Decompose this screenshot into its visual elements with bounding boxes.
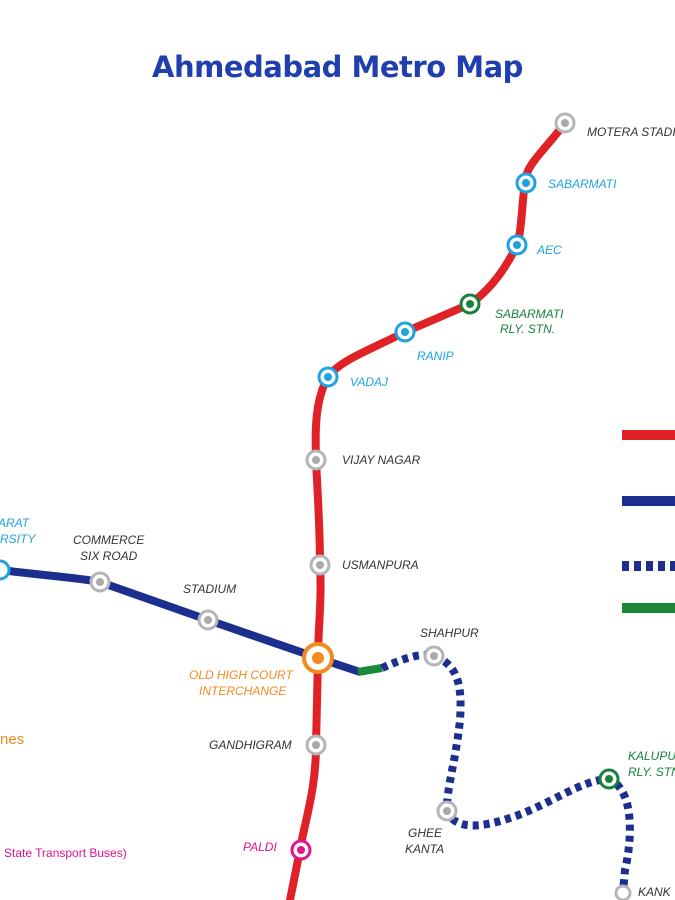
svg-text:SABARMATI: SABARMATI <box>495 307 564 321</box>
svg-text:STADIUM: STADIUM <box>183 582 236 596</box>
svg-text:MOTERA STADI: MOTERA STADI <box>587 125 675 139</box>
legend-interchange-text: nes <box>0 731 24 748</box>
svg-text:ERSITY: ERSITY <box>0 532 36 546</box>
svg-text:OLD HIGH COURT: OLD HIGH COURT <box>189 668 294 682</box>
station-kankaria[interactable]: KANK <box>614 884 672 900</box>
svg-text:SHAHPUR: SHAHPUR <box>420 626 479 640</box>
station-vadaj[interactable]: VADAJ <box>317 366 389 389</box>
legend-red-line <box>622 430 675 440</box>
station-aec[interactable]: AEC <box>506 234 562 257</box>
svg-text:INTERCHANGE: INTERCHANGE <box>199 684 287 698</box>
legend-bus-text: State Transport Buses) <box>4 846 127 860</box>
svg-text:ARAT: ARAT <box>0 516 31 530</box>
svg-text:AEC: AEC <box>536 243 562 257</box>
station-shahpur[interactable]: SHAHPUR <box>420 626 479 667</box>
svg-text:GANDHIGRAM: GANDHIGRAM <box>209 738 292 752</box>
blue-line-under-construction <box>380 651 634 893</box>
svg-text:PALDI: PALDI <box>243 840 277 854</box>
station-gandhigram[interactable]: GANDHIGRAM <box>209 734 327 756</box>
station-commerce-six-road[interactable]: COMMERCE SIX ROAD <box>73 533 145 593</box>
blue-line <box>0 566 362 676</box>
station-usmanpura[interactable]: USMANPURA <box>309 554 419 576</box>
svg-text:COMMERCE: COMMERCE <box>73 533 145 547</box>
svg-text:RLY. STN: RLY. STN <box>628 765 675 779</box>
svg-text:SIX ROAD: SIX ROAD <box>80 549 138 563</box>
station-ranip[interactable]: RANIP <box>394 321 454 363</box>
station-sabarmati[interactable]: SABARMATI <box>515 172 617 194</box>
station-paldi[interactable]: PALDI <box>243 839 312 861</box>
legend-green-line <box>622 603 675 613</box>
svg-text:GHEE: GHEE <box>408 826 443 840</box>
svg-text:KANK: KANK <box>638 885 672 899</box>
svg-text:USMANPURA: USMANPURA <box>342 558 419 572</box>
svg-text:RANIP: RANIP <box>417 349 454 363</box>
station-kalupur-rly-stn[interactable]: KALUPU RLY. STN <box>598 749 675 790</box>
station-old-high-court[interactable]: OLD HIGH COURT INTERCHANGE <box>189 642 334 698</box>
station-stadium[interactable]: STADIUM <box>183 582 236 631</box>
station-motera[interactable]: MOTERA STADI <box>554 112 675 139</box>
station-vijay-nagar[interactable]: VIJAY NAGAR <box>305 449 421 471</box>
legend-blue-line <box>622 496 675 506</box>
svg-text:SABARMATI: SABARMATI <box>548 177 617 191</box>
map-title: Ahmedabad Metro Map <box>152 50 523 84</box>
svg-text:KALUPU: KALUPU <box>628 749 675 763</box>
svg-text:RLY. STN.: RLY. STN. <box>500 322 555 336</box>
station-ghee-kanta[interactable]: GHEE KANTA <box>405 800 458 856</box>
svg-text:KANTA: KANTA <box>405 842 444 856</box>
green-line-segment <box>357 664 383 676</box>
svg-text:VIJAY NAGAR: VIJAY NAGAR <box>342 453 421 467</box>
station-gujarat-university[interactable]: ARAT ERSITY <box>0 516 36 581</box>
svg-text:VADAJ: VADAJ <box>350 375 389 389</box>
